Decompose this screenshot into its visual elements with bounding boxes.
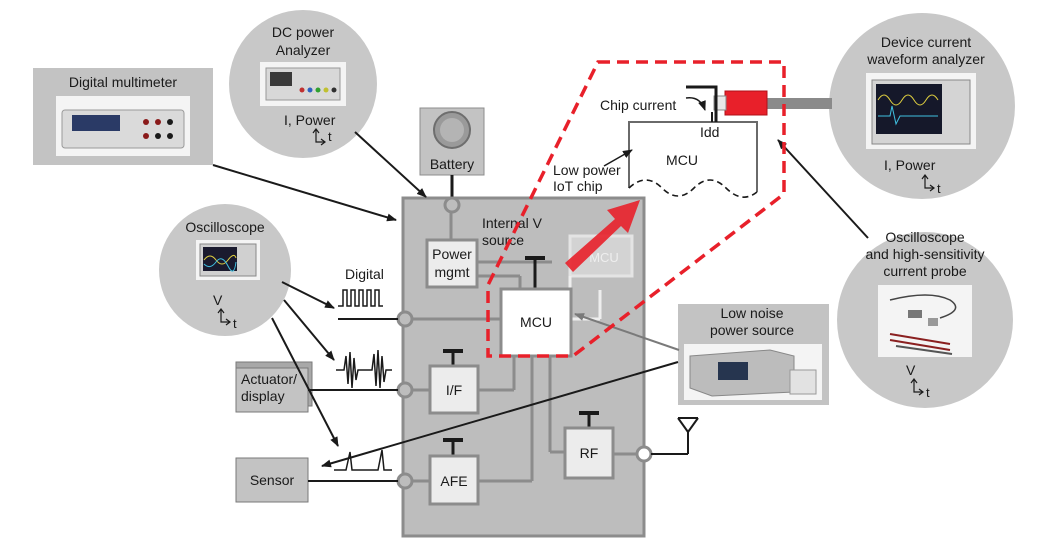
battery-terminal [443, 196, 461, 214]
scope-current-probe-measure: V [906, 362, 916, 378]
dc-power-analyzer-axis-label: t [328, 129, 332, 144]
chip-ghost-label: MCU [589, 250, 619, 265]
dc-power-analyzer-axis-icon [315, 130, 324, 143]
low-noise-source-title-1: Low noise [720, 305, 783, 321]
low-power-label-1: Low power [553, 162, 621, 178]
afe-block [428, 454, 480, 506]
rf-label: RF [580, 445, 599, 461]
mcu-label: MCU [520, 314, 552, 330]
actuator-label-1: Actuator/ [241, 371, 297, 387]
device-current-analyzer-axis-label: t [937, 181, 941, 196]
scope-current-probe-axis-icon [913, 380, 922, 393]
power-mgmt-label-1: Power [432, 246, 472, 262]
afe-port [396, 472, 414, 490]
rf-port [635, 445, 653, 463]
interface-label: I/F [446, 382, 462, 398]
device-current-analyzer-measure: I, Power [884, 157, 936, 173]
spike-waveform [334, 449, 392, 471]
low-power-label-2: IoT chip [553, 178, 603, 194]
chip-torn-edge [628, 179, 758, 198]
oscilloscope-measure: V [213, 292, 223, 308]
interface-block [428, 364, 480, 415]
oscilloscope-axis-icon [220, 310, 229, 323]
actuator-label-2: display [241, 388, 285, 404]
device-current-analyzer-title-1: Device current [881, 34, 971, 50]
digital-multimeter-title: Digital multimeter [69, 74, 177, 90]
oscilloscope-axis-label: t [233, 316, 237, 331]
low-noise-source-title-2: power source [710, 322, 794, 338]
mcu-block [499, 287, 573, 358]
dc-power-analyzer-measure: I, Power [284, 112, 336, 128]
sensor-block [235, 457, 309, 503]
chip-current-arrow [685, 97, 706, 111]
power-mgmt-label-2: mgmt [435, 264, 470, 280]
scope-current-probe-title-3: current probe [883, 263, 966, 279]
afe-label: AFE [440, 473, 467, 489]
device-current-analyzer-axis-icon [924, 176, 933, 189]
interface-port [396, 381, 414, 399]
digital-pulse-train [338, 289, 383, 307]
probe-cable [766, 98, 832, 109]
internal-v-label-2: source [482, 232, 524, 248]
idd-label: Idd [700, 124, 719, 140]
battery-label: Battery [430, 156, 474, 172]
zoom-arrow-icon [565, 200, 640, 272]
sensor-label: Sensor [250, 472, 295, 488]
scope-current-probe-title-1: Oscilloscope [885, 229, 965, 245]
internal-v-label-1: Internal V [482, 215, 543, 231]
antenna-icon [651, 417, 699, 455]
device-current-analyzer-title-2: waveform analyzer [866, 51, 985, 67]
chip-current-label: Chip current [600, 97, 676, 113]
supply-pin-lead [686, 85, 718, 122]
chip-mcu-label: MCU [666, 152, 698, 168]
dc-power-analyzer-title-1: DC power [272, 24, 335, 40]
oscilloscope-title: Oscilloscope [185, 219, 265, 235]
current-probe-head [724, 90, 768, 116]
digital-port [396, 310, 414, 328]
scope-current-probe-title-2: and high-sensitivity [865, 246, 984, 262]
dc-power-analyzer-title-2: Analyzer [276, 42, 331, 58]
power-mgmt-block [425, 238, 479, 289]
rf-block [563, 426, 615, 480]
internal-bus-lines [403, 198, 644, 483]
digital-signal-label: Digital [345, 266, 384, 282]
burst-waveform [336, 349, 392, 389]
scope-current-probe-axis-label: t [926, 385, 930, 400]
